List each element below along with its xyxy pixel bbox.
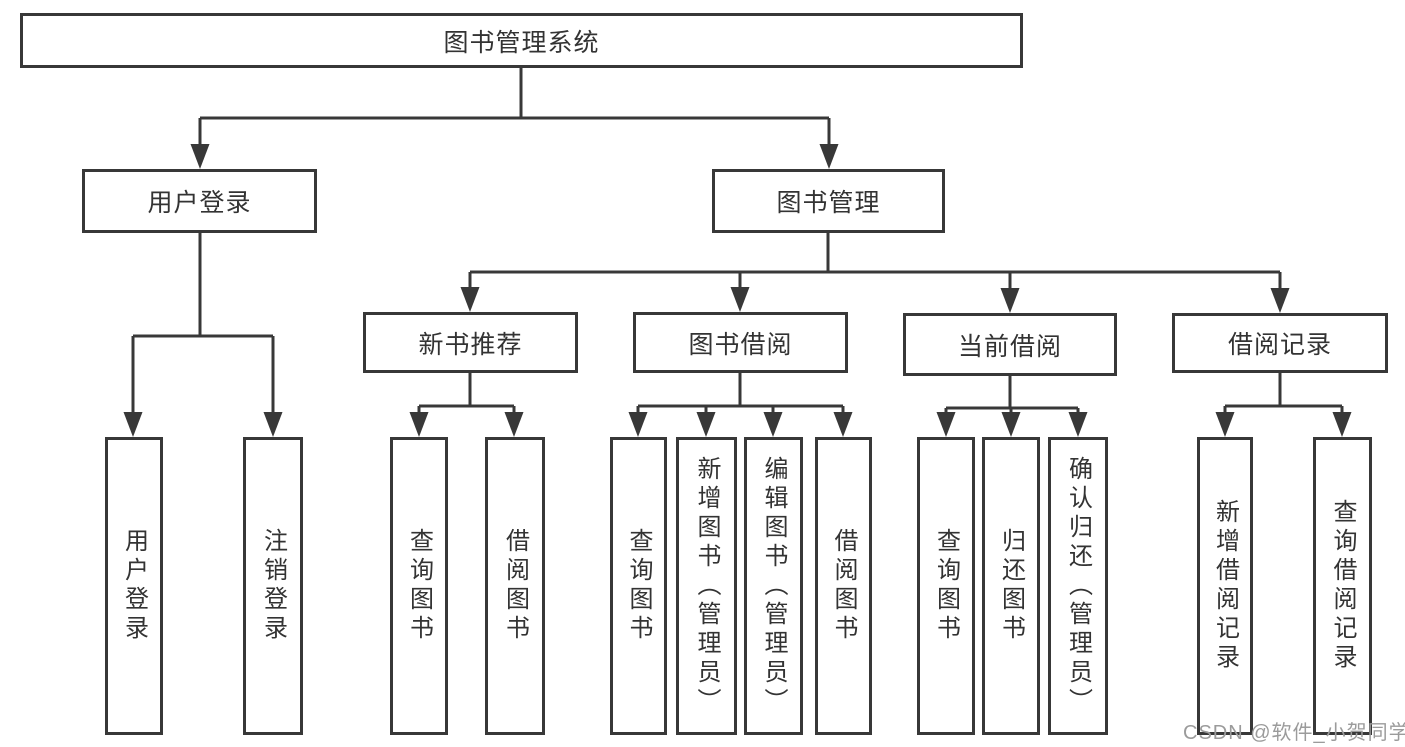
- leaf-confirm-return-admin: 确认归还（管理员）: [1048, 437, 1108, 735]
- node-borrowing-records: 借阅记录: [1172, 313, 1388, 373]
- node-library-system: 图书管理系统: [20, 13, 1023, 68]
- leaf-borrow-books-2: 借阅图书: [815, 437, 872, 735]
- arrowheads: [123, 144, 1352, 437]
- leaf-query-books-3: 查询图书: [917, 437, 975, 735]
- leaf-query-borrow-record: 查询借阅记录: [1313, 437, 1372, 735]
- node-new-book-recommend: 新书推荐: [363, 312, 578, 373]
- csdn-watermark: CSDN @软件_小贺同学: [1183, 722, 1405, 744]
- leaf-query-books-1: 查询图书: [390, 437, 448, 735]
- leaf-edit-book-admin: 编辑图书（管理员）: [744, 437, 803, 735]
- leaf-query-books-2: 查询图书: [610, 437, 667, 735]
- node-user-login: 用户登录: [82, 169, 317, 233]
- node-book-borrowing: 图书借阅: [633, 312, 848, 373]
- leaf-borrow-books-1: 借阅图书: [485, 437, 545, 735]
- leaf-add-borrow-record: 新增借阅记录: [1197, 437, 1253, 735]
- leaf-logout: 注销登录: [243, 437, 303, 735]
- leaf-return-book: 归还图书: [982, 437, 1040, 735]
- node-book-management: 图书管理: [712, 169, 945, 233]
- leaf-add-book-admin: 新增图书（管理员）: [676, 437, 737, 735]
- node-current-borrowing: 当前借阅: [903, 313, 1117, 376]
- leaf-user-login: 用户登录: [105, 437, 163, 735]
